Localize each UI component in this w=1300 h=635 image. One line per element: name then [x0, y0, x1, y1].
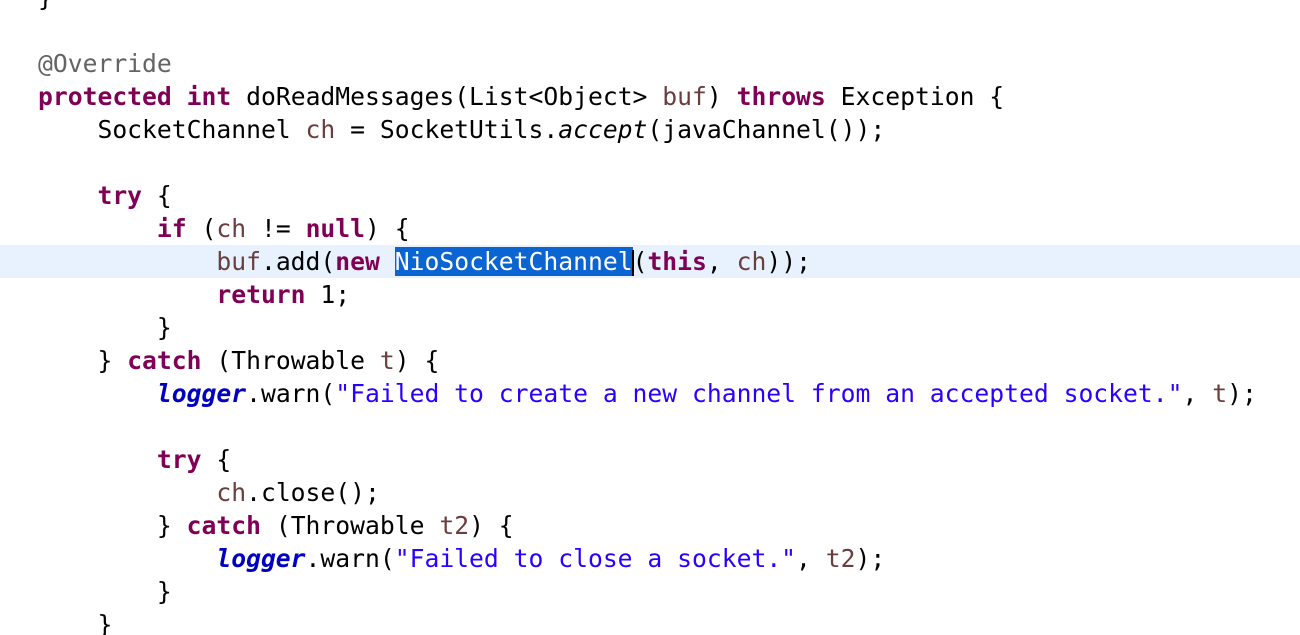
- code-line[interactable]: logger.warn("Failed to create a new chan…: [0, 377, 1300, 410]
- code-line[interactable]: }: [0, 0, 1300, 14]
- variable-token: t2: [825, 544, 856, 573]
- code-line[interactable]: try {: [0, 443, 1300, 476]
- variable-token: t2: [439, 511, 470, 540]
- code-line[interactable]: logger.warn("Failed to close a socket.",…: [0, 542, 1300, 575]
- variable-token: ch: [216, 478, 247, 507]
- variable-token: ch: [216, 214, 247, 243]
- annotation-token: @Override: [38, 49, 172, 78]
- code-text: try {: [156, 445, 232, 474]
- keyword-token: catch: [127, 346, 202, 375]
- code-text: protected int doReadMessages(List<Object…: [38, 82, 1005, 111]
- keyword-token: try: [156, 445, 202, 474]
- variable-token: ch: [305, 115, 336, 144]
- code-text: ch.close();: [216, 478, 380, 507]
- code-text: }: [38, 577, 172, 606]
- code-text: }: [38, 0, 53, 14]
- string-literal-token: "Failed to create a new channel from an …: [335, 379, 1183, 408]
- code-text: @Override: [38, 47, 172, 80]
- static-field-token: logger: [156, 379, 247, 408]
- keyword-token: if: [156, 214, 187, 243]
- keyword-token: try: [97, 181, 143, 210]
- code-text: buf.add(new NioSocketChannel(this, ch));: [216, 247, 811, 276]
- code-line[interactable]: @Override: [0, 47, 1300, 80]
- code-line[interactable]: if (ch != null) {: [0, 212, 1300, 245]
- static-method-token: accept: [558, 115, 648, 144]
- variable-token: ch: [736, 247, 767, 276]
- code-text: try {: [97, 181, 172, 210]
- code-line[interactable]: SocketChannel ch = SocketUtils.accept(ja…: [0, 113, 1300, 146]
- code-line[interactable]: }: [0, 575, 1300, 608]
- code-text: logger.warn("Failed to close a socket.",…: [216, 544, 886, 573]
- keyword-token: protected: [38, 82, 172, 111]
- variable-token: t: [1212, 379, 1228, 408]
- code-line[interactable]: }: [0, 608, 1300, 635]
- code-line[interactable]: protected int doReadMessages(List<Object…: [0, 80, 1300, 113]
- code-line[interactable]: } catch (Throwable t) {: [0, 344, 1300, 377]
- keyword-token: null: [305, 214, 366, 243]
- code-text: } catch (Throwable t2) {: [38, 511, 514, 540]
- current-code-line[interactable]: buf.add(new NioSocketChannel(this, ch));: [0, 245, 1300, 278]
- code-line[interactable]: return 1;: [0, 278, 1300, 311]
- code-text: } catch (Throwable t) {: [38, 346, 440, 375]
- variable-token: buf: [216, 247, 261, 276]
- code-line[interactable]: } catch (Throwable t2) {: [0, 509, 1300, 542]
- keyword-token: int: [186, 82, 232, 111]
- code-line[interactable]: }: [0, 311, 1300, 344]
- keyword-token: return: [216, 280, 306, 309]
- code-text: if (ch != null) {: [156, 214, 410, 243]
- code-text: SocketChannel ch = SocketUtils.accept(ja…: [38, 115, 886, 144]
- text-cursor: [631, 250, 634, 276]
- text-selection[interactable]: NioSocketChannel: [394, 247, 633, 276]
- variable-token: t: [379, 346, 395, 375]
- code-text: return 1;: [216, 280, 351, 309]
- static-field-token: logger: [216, 544, 306, 573]
- string-literal-token: "Failed to close a socket.": [394, 544, 797, 573]
- code-text: }: [38, 610, 113, 635]
- code-line[interactable]: ch.close();: [0, 476, 1300, 509]
- keyword-token: throws: [736, 82, 826, 111]
- keyword-token: catch: [186, 511, 261, 540]
- code-text: logger.warn("Failed to create a new chan…: [156, 379, 1257, 408]
- code-line[interactable]: try {: [0, 179, 1300, 212]
- keyword-token: new: [335, 247, 380, 276]
- variable-token: buf: [662, 82, 707, 111]
- keyword-token: this: [647, 247, 707, 276]
- code-text: }: [38, 313, 172, 342]
